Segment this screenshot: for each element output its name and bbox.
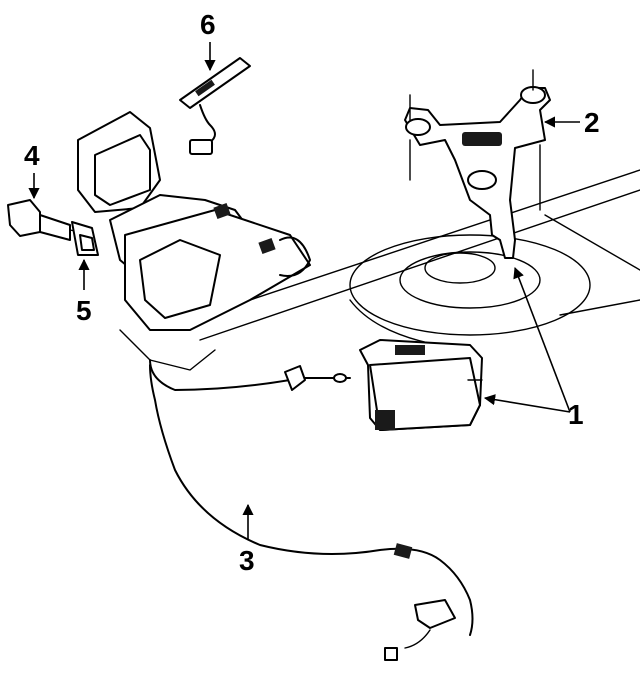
steering-column <box>77 111 311 371</box>
sensor <box>7 199 81 241</box>
throttle-cable <box>149 359 474 661</box>
callout-5: 5 <box>76 295 92 326</box>
callout-6: 6 <box>200 9 216 40</box>
retaining-clip <box>71 221 99 256</box>
floor-panel <box>189 169 640 351</box>
leader-1a <box>483 394 571 413</box>
leader-1b <box>513 266 571 413</box>
cruise-control-module <box>359 339 483 431</box>
callout-4: 4 <box>24 140 40 171</box>
multifunction-switch <box>179 57 251 155</box>
callout-1: 1 <box>568 399 584 430</box>
mounting-bracket <box>404 69 551 259</box>
leader-lines <box>28 42 580 540</box>
callout-3: 3 <box>239 545 255 576</box>
callout-2: 2 <box>584 107 600 138</box>
